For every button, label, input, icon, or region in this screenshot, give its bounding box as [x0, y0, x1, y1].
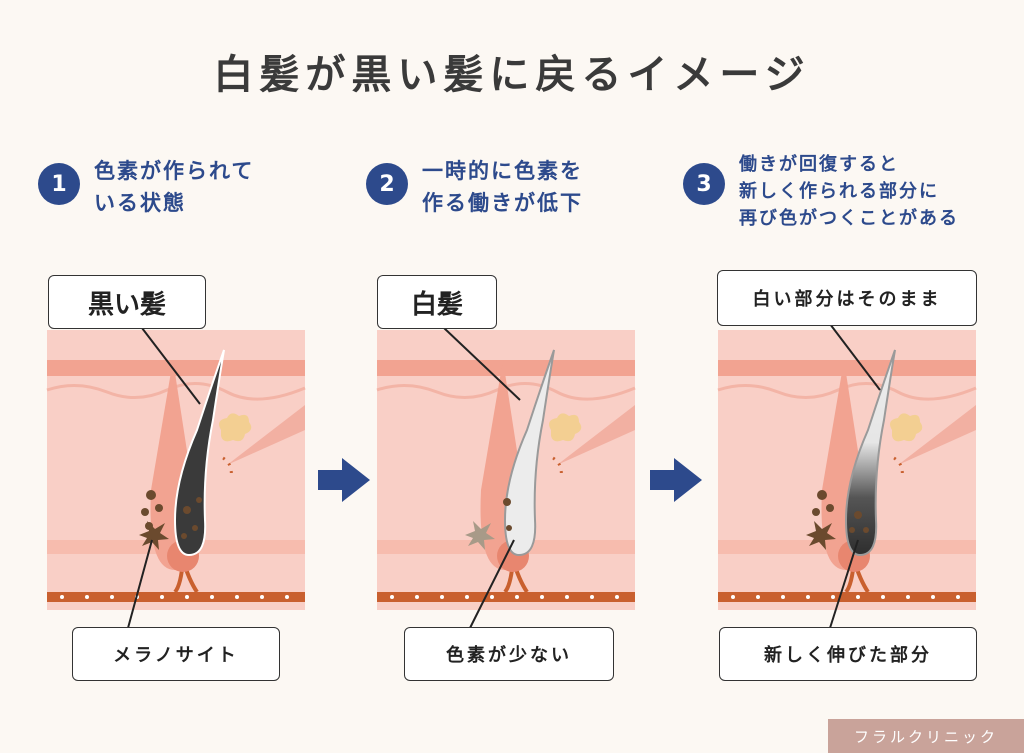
step-3: 3 働きが回復すると 新しく作られる部分に 再び色がつくことがある [683, 154, 959, 232]
step-1: 1 色素が作られて いる状態 [38, 155, 254, 219]
step-2-line-1: 一時的に色素を [422, 159, 583, 183]
step-3-text: 働きが回復すると 新しく作られる部分に 再び色がつくことがある [739, 151, 959, 232]
step-number-3: 3 [683, 163, 725, 205]
step-1-line-2: いる状態 [94, 191, 186, 215]
label-newly-grown-part: 新しく伸びた部分 [719, 627, 977, 681]
arrow-right-icon [318, 458, 370, 502]
hair-follicle-diagram-regrowth [717, 330, 977, 610]
hair-follicle-diagram-white [376, 330, 636, 610]
label-black-hair: 黒い髪 [48, 275, 206, 329]
step-number-1: 1 [38, 163, 80, 205]
step-2: 2 一時的に色素を 作る働きが低下 [366, 155, 583, 219]
step-1-line-1: 色素が作られて [94, 159, 255, 183]
brand-watermark: フラルクリニック [828, 719, 1024, 753]
arrow-right-icon [650, 458, 702, 502]
label-white-hair: 白髪 [377, 275, 497, 329]
page-title: 白髪が黒い髪に戻るイメージ [213, 52, 811, 98]
step-2-line-2: 作る働きが低下 [422, 191, 583, 215]
step-3-line-3: 再び色がつくことがある [739, 208, 959, 229]
step-1-text: 色素が作られて いる状態 [94, 155, 254, 219]
step-2-text: 一時的に色素を 作る働きが低下 [422, 155, 583, 219]
step-3-line-1: 働きが回復すると [739, 154, 899, 175]
step-3-line-2: 新しく作られる部分に [739, 181, 939, 202]
step-number-2: 2 [366, 163, 408, 205]
label-melanocyte: メラノサイト [72, 627, 280, 681]
label-white-part-remains: 白い部分はそのまま [717, 270, 977, 326]
label-less-pigment: 色素が少ない [404, 627, 614, 681]
hair-follicle-diagram-black [46, 330, 306, 610]
